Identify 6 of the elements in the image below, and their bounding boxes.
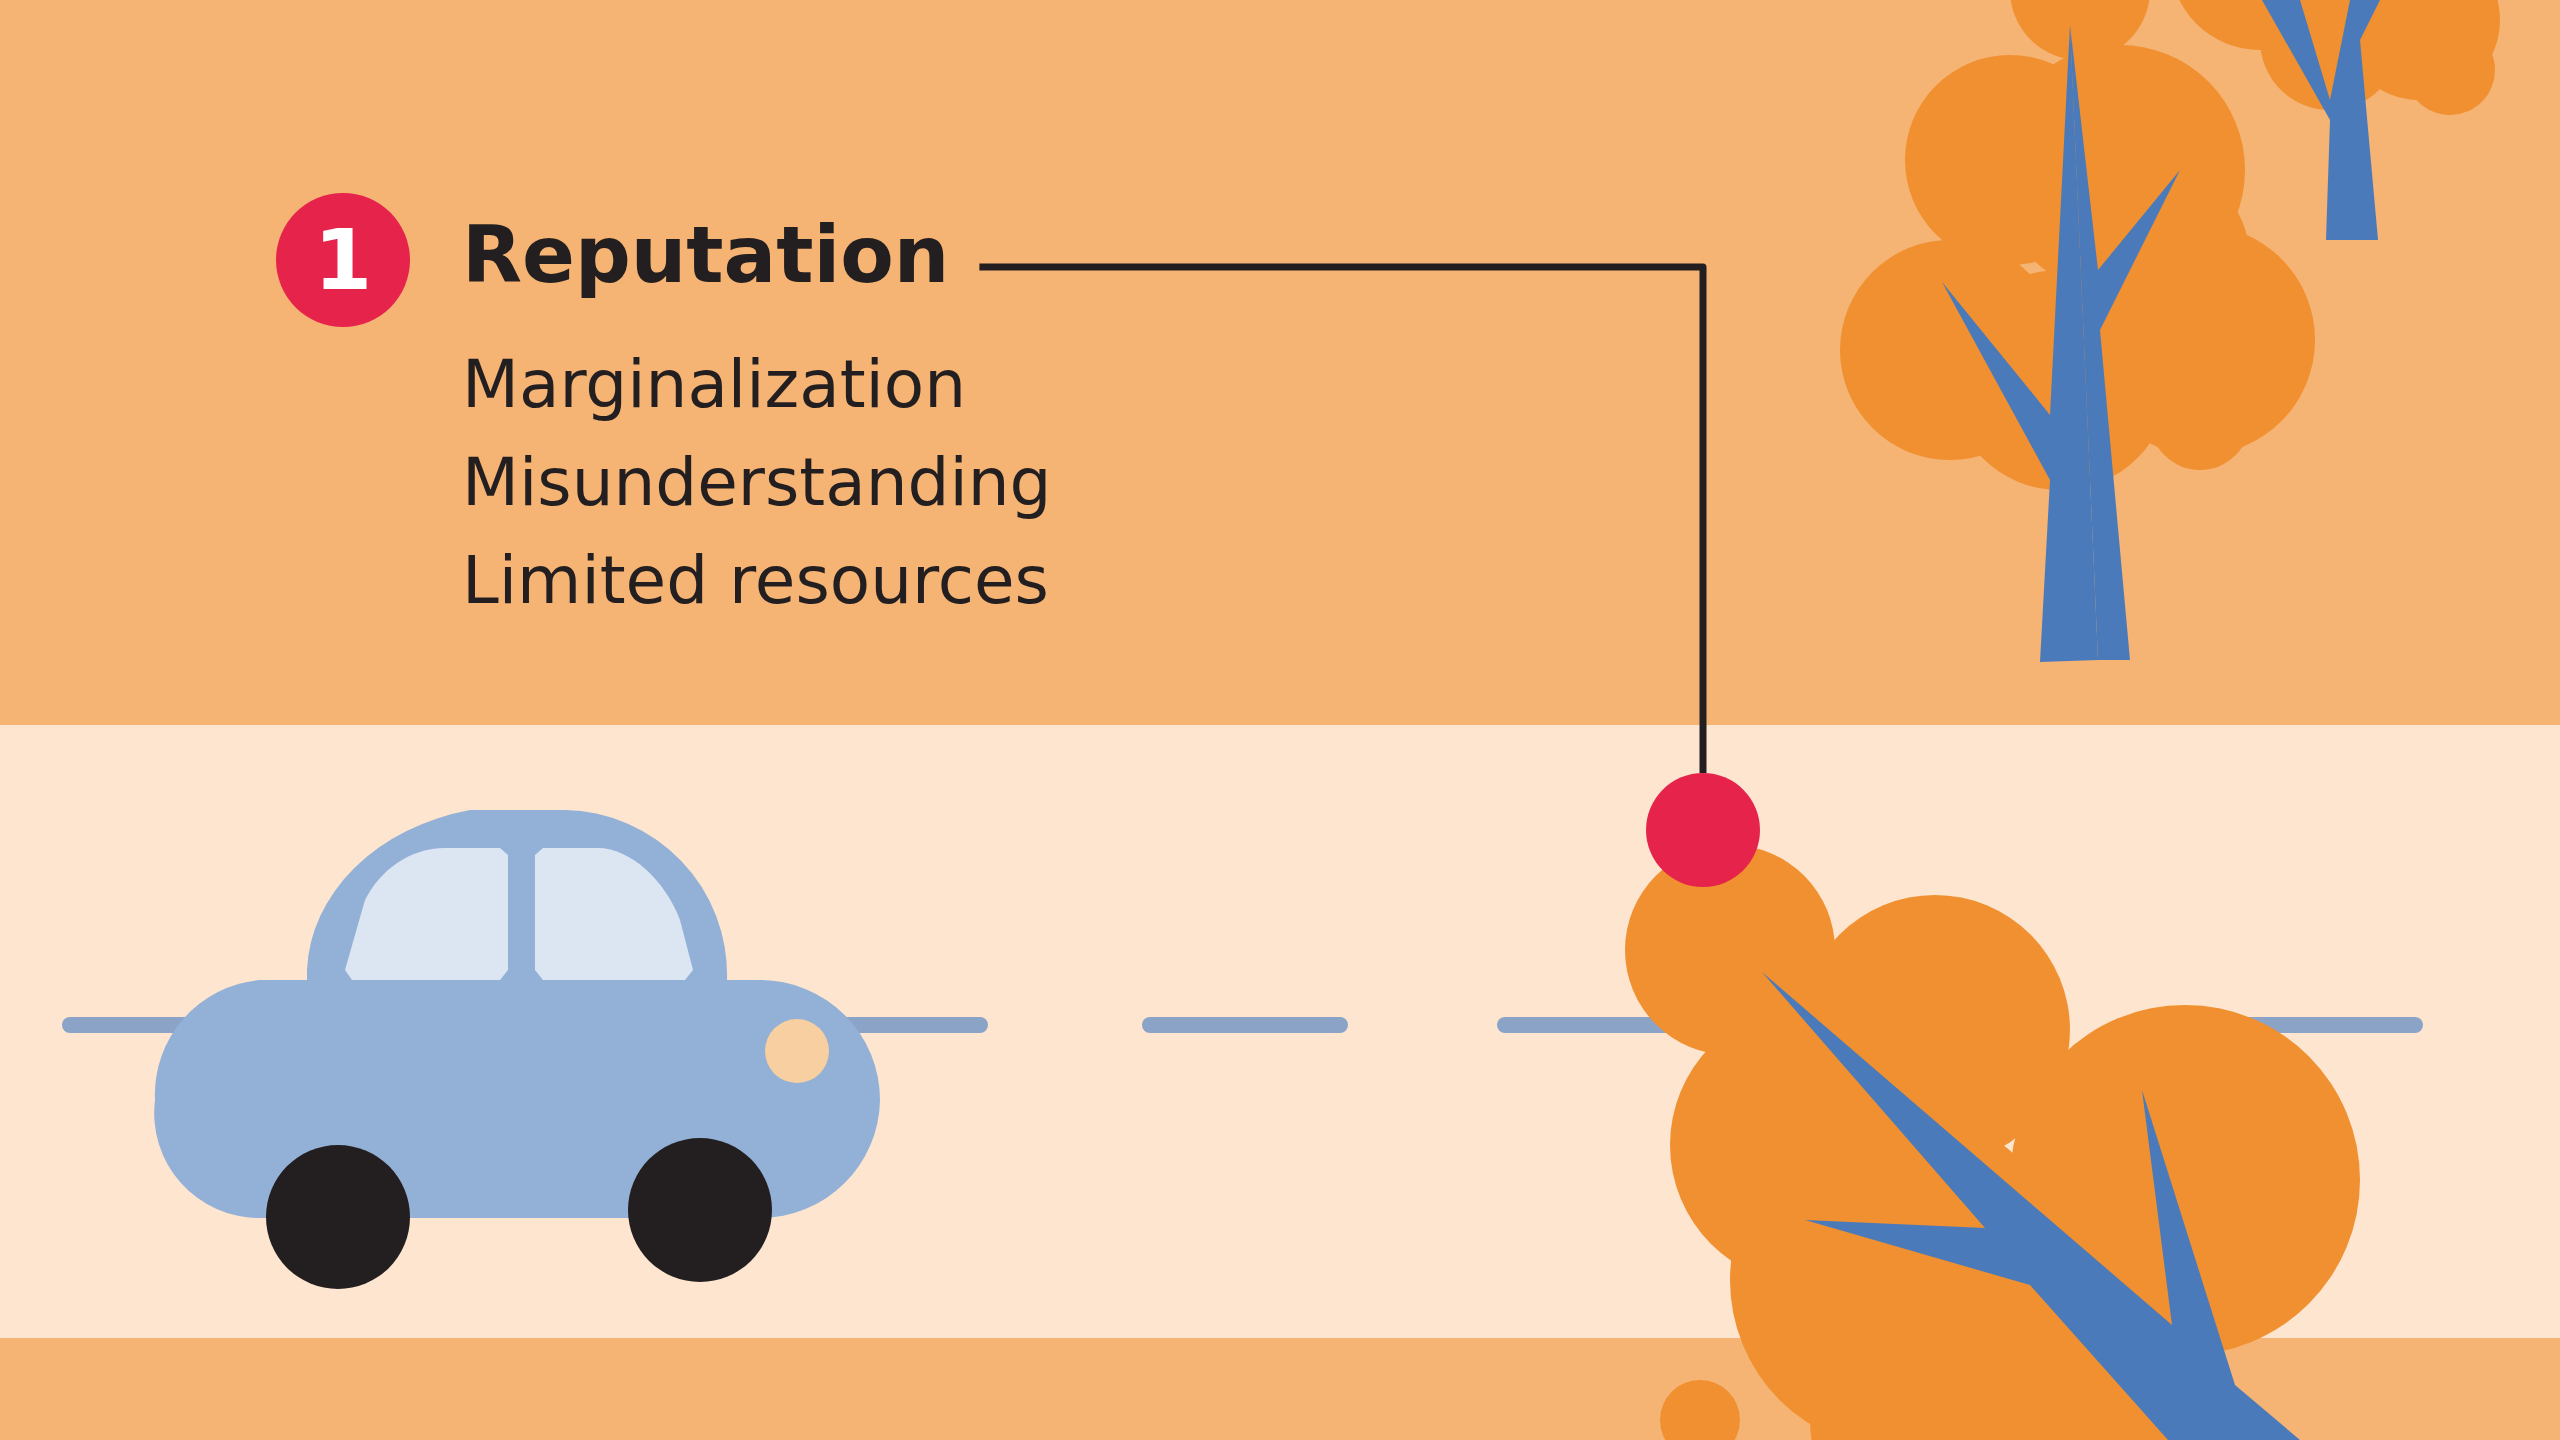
leader-line — [979, 263, 1707, 773]
callout-heading: Reputation — [462, 209, 950, 302]
callout-item: Misunderstanding — [462, 443, 1052, 523]
callout-item: Marginalization — [462, 345, 967, 425]
callout-item: Limited resources — [462, 541, 1049, 621]
marker-dot — [1646, 773, 1760, 887]
